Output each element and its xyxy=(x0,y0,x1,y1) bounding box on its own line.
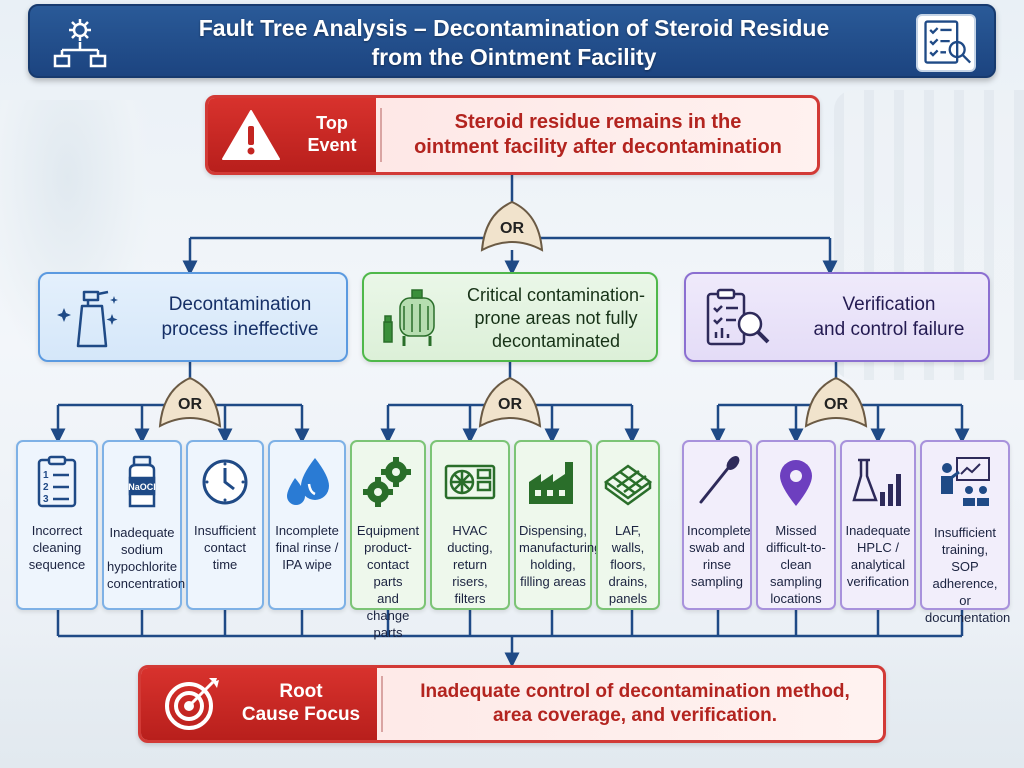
water-drops-icon xyxy=(287,458,329,505)
leaf-incomplete-final-rinse: Incomplete final rinse / IPA wipe xyxy=(268,440,346,610)
leaf-inadequate-naocl: NaOCl Inadequate sodium hypochlorite con… xyxy=(102,440,186,610)
numbered-list-icon: 123 xyxy=(37,455,77,508)
leaf-missed-sampling-locations: Missed difficult-to-clean sampling locat… xyxy=(756,440,836,610)
leaf-text: HVAC ducting, return risers, filters xyxy=(447,523,493,606)
branch-verification-control: Verification and control failure xyxy=(684,272,990,362)
or-gate-blue-label: OR xyxy=(178,396,202,413)
leaf-text: LAF, walls, floors, drains, panels xyxy=(608,523,648,606)
or-gate-purple: OR xyxy=(803,376,869,428)
branch-blue-text: Decontamination process ineffective xyxy=(161,294,319,340)
svg-text:1: 1 xyxy=(43,470,49,481)
tank-vessel-icon xyxy=(383,289,435,346)
or-gate-main: OR xyxy=(479,200,545,252)
header-banner: Fault Tree Analysis – Decontamination of… xyxy=(28,4,996,78)
leaf-text: Dispensing, manufacturing, holding, fill… xyxy=(519,523,605,589)
root-cause-box: Root Cause Focus Inadequate control of d… xyxy=(138,665,886,743)
svg-text:3: 3 xyxy=(43,494,49,505)
root-cause-badge: Root Cause Focus xyxy=(141,668,377,740)
gear-network-icon xyxy=(53,19,107,68)
leaf-text: Incomplete final rinse / IPA wipe xyxy=(275,523,339,572)
leaf-hplc-verification: Inadequate HPLC / analytical verificatio… xyxy=(840,440,916,610)
location-pin-icon xyxy=(780,460,812,506)
hvac-fan-icon xyxy=(444,464,496,500)
top-event-box: Top Event Steroid residue remains in the… xyxy=(205,95,820,175)
target-icon xyxy=(165,678,219,730)
naocl-bottle-label: NaOCl xyxy=(128,482,156,492)
root-cause-text: Inadequate control of decontamination me… xyxy=(420,681,850,726)
gears-icon xyxy=(363,457,411,507)
clock-icon xyxy=(202,459,248,505)
leaf-text: Inadequate sodium hypochlorite concentra… xyxy=(107,525,186,591)
grid-panel-icon xyxy=(603,464,653,506)
or-gate-main-label: OR xyxy=(500,220,524,237)
swab-icon xyxy=(699,456,740,504)
leaf-training-sop: Insufficient training, SOP adherence, or… xyxy=(920,440,1010,625)
root-cause-separator xyxy=(381,676,383,732)
leaf-text: Insufficient training, SOP adherence, or… xyxy=(925,525,1011,625)
leaf-dispensing-areas: Dispensing, manufacturing, holding, fill… xyxy=(514,440,605,610)
top-event-label: Top Event xyxy=(307,113,357,155)
or-gate-purple-label: OR xyxy=(824,396,848,413)
checklist-magnifier-icon xyxy=(916,14,976,72)
warning-icon xyxy=(222,110,280,160)
leaf-hvac: HVAC ducting, return risers, filters xyxy=(430,440,510,610)
top-event-text: Steroid residue remains in the ointment … xyxy=(414,111,782,158)
leaf-text: Incomplete swab and rinse sampling xyxy=(687,523,751,589)
svg-text:2: 2 xyxy=(43,482,49,493)
leaf-text: Inadequate HPLC / analytical verificatio… xyxy=(845,523,911,589)
root-cause-label: Root Cause Focus xyxy=(241,681,361,725)
naocl-bottle-icon: NaOCl xyxy=(128,455,156,508)
leaf-text: Equipment product- contact parts and cha… xyxy=(356,523,420,640)
or-gate-green: OR xyxy=(477,376,543,428)
spray-bottle-icon xyxy=(57,290,118,348)
top-event-separator xyxy=(380,108,382,162)
branch-purple-text: Verification and control failure xyxy=(813,294,965,340)
leaf-text: Insufficient contact time xyxy=(194,523,256,572)
clipboard-magnifier-icon xyxy=(706,288,770,346)
factory-icon xyxy=(529,462,573,504)
leaf-equipment-parts: Equipment product- contact parts and cha… xyxy=(350,440,426,640)
training-presenter-icon xyxy=(941,457,990,506)
flask-chart-icon xyxy=(852,458,901,506)
branch-critical-areas: Critical contamination- prone areas not … xyxy=(362,272,658,362)
branch-decontamination-process: Decontamination process ineffective xyxy=(38,272,348,362)
branch-green-text: Critical contamination- prone areas not … xyxy=(466,285,646,351)
or-gate-blue: OR xyxy=(157,376,223,428)
page-title: Fault Tree Analysis – Decontamination of… xyxy=(198,15,830,70)
leaf-insufficient-contact-time: Insufficient contact time xyxy=(186,440,264,610)
top-event-badge: Top Event xyxy=(208,98,376,172)
or-gate-green-label: OR xyxy=(498,396,522,413)
leaf-text: Incorrect cleaning sequence xyxy=(28,523,86,572)
leaf-swab-rinse-sampling: Incomplete swab and rinse sampling xyxy=(682,440,752,610)
leaf-laf-walls: LAF, walls, floors, drains, panels xyxy=(596,440,660,610)
leaf-text: Missed difficult-to-clean sampling locat… xyxy=(766,523,826,606)
